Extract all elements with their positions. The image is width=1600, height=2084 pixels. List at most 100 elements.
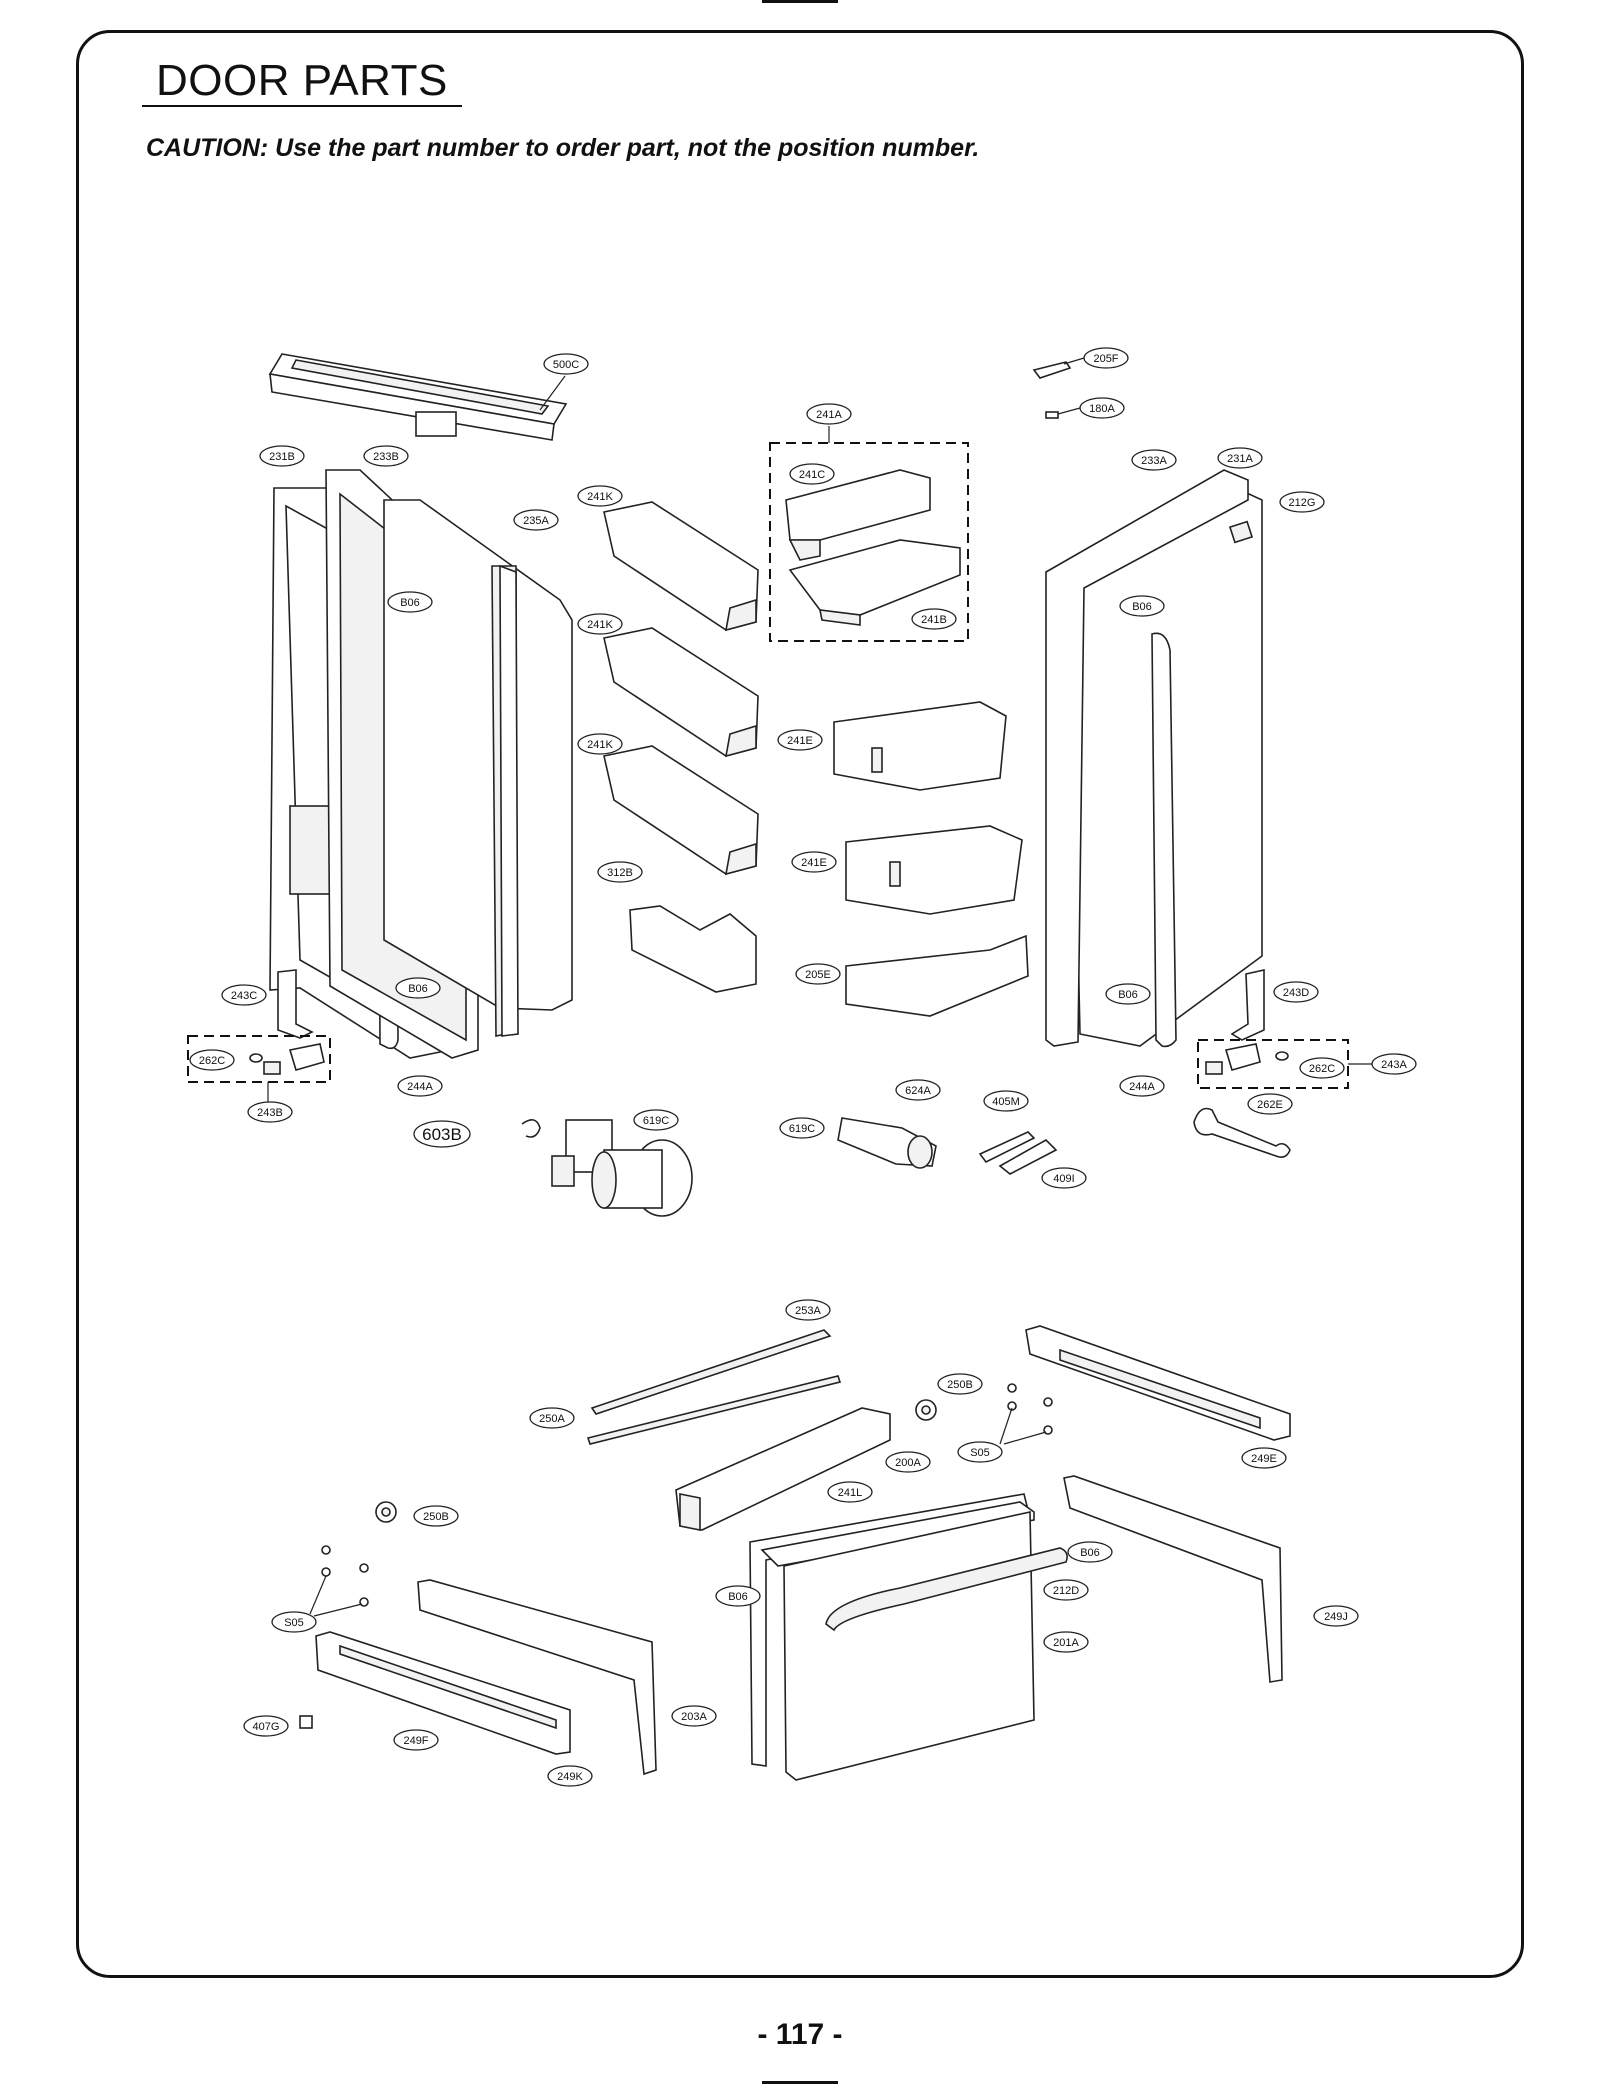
callout-312b: 312B [597, 861, 643, 883]
page-number: - 117 - [757, 2018, 843, 2051]
callout-text: 262C [1309, 1063, 1335, 1075]
part-262e-wrench [1193, 1107, 1291, 1158]
callout-253a: 253A [785, 1299, 831, 1321]
callout-bubble [387, 591, 433, 613]
callout-bubble [395, 977, 441, 999]
callout-200a: 200A [885, 1451, 931, 1473]
callout-241c: 241C [789, 463, 835, 485]
part-241l-drawer-bin [675, 1407, 891, 1531]
callout-bubble [1313, 1605, 1359, 1627]
caution-note: CAUTION: Use the part number to order pa… [146, 134, 980, 162]
callout-205e: 205E [795, 963, 841, 985]
part-249e-slide-rail [1025, 1325, 1291, 1441]
callout-409i: 409I [1041, 1167, 1087, 1189]
callout-bubble [1119, 595, 1165, 617]
callout-text: 200A [895, 1457, 921, 1469]
callout-bubble [1217, 447, 1263, 469]
callout-text: 241L [838, 1487, 862, 1499]
callout-bubble [221, 984, 267, 1006]
part-241k-bin-1 [603, 501, 759, 632]
callout-203a: 203A [671, 1705, 717, 1727]
callout-243d: 243D [1273, 981, 1319, 1003]
callout-250b-1: 250B [937, 1373, 983, 1395]
callout-bubble [1079, 397, 1125, 419]
callout-262c-2: 262C [1299, 1057, 1345, 1079]
callout-text: 262C [199, 1055, 225, 1067]
callout-bubble [577, 733, 623, 755]
callout-249e: 249E [1241, 1447, 1287, 1469]
callout-bubble [777, 729, 823, 751]
callout-244a-2: 244A [1119, 1075, 1165, 1097]
callout-241k-2: 241K [577, 613, 623, 635]
callout-180a: 180A [1079, 397, 1125, 419]
callout-603b: 603B [413, 1120, 471, 1148]
part-243a-hinge-bracket [1205, 1043, 1261, 1075]
callout-text: 500C [553, 359, 579, 371]
callout-bubble [715, 1585, 761, 1607]
callout-262c-1: 262C [189, 1049, 235, 1071]
callout-205f: 205F [1083, 347, 1129, 369]
part-243c-hinge [277, 969, 314, 1039]
callout-250b-2: 250B [413, 1505, 459, 1527]
part-603b-water-valve [521, 1119, 693, 1217]
screws-s05-right [999, 1383, 1053, 1445]
callout-bubble [597, 861, 643, 883]
callout-text: B06 [1118, 989, 1138, 1001]
callout-bubble [1043, 1631, 1089, 1653]
callout-text: S05 [970, 1447, 990, 1459]
callout-231b: 231B [259, 445, 305, 467]
part-201a-drawer-front [783, 1511, 1068, 1781]
callout-bubble [543, 353, 589, 375]
callout-bubble [1279, 491, 1325, 513]
callout-text: 244A [1129, 1081, 1155, 1093]
part-249j-bracket [1063, 1475, 1283, 1683]
callout-text: B06 [400, 597, 420, 609]
callout-text: 233B [373, 451, 399, 463]
callout-text: B06 [1132, 601, 1152, 613]
callout-text: 249K [557, 1771, 583, 1783]
callout-bubble [1273, 981, 1319, 1003]
callout-bubble [1105, 983, 1151, 1005]
callout-bubble [577, 613, 623, 635]
callout-text: 405M [992, 1096, 1020, 1108]
callout-bubble [827, 1481, 873, 1503]
part-253a-rail [590, 1329, 832, 1415]
callout-text: 212D [1053, 1585, 1079, 1597]
group-243a-box [1197, 1039, 1349, 1089]
callout-text: 201A [1053, 1637, 1079, 1649]
callout-text: 203A [681, 1711, 707, 1723]
part-243d-hinge [1230, 969, 1265, 1041]
callout-text: 205E [805, 969, 831, 981]
callout-244a-1: 244A [397, 1075, 443, 1097]
callout-bubble [397, 1075, 443, 1097]
callout-bubble [795, 963, 841, 985]
callout-text: B06 [1080, 1547, 1100, 1559]
callout-text: 241E [787, 735, 813, 747]
callout-text: S05 [284, 1617, 304, 1629]
callout-text: 235A [523, 515, 549, 527]
callout-text: 241K [587, 619, 613, 631]
part-407g-clip [299, 1715, 313, 1729]
callout-243c: 243C [221, 984, 267, 1006]
callout-bubble [957, 1441, 1003, 1463]
callout-bubble [1371, 1053, 1417, 1075]
part-205f-clip [1032, 357, 1085, 379]
part-405m-strip [978, 1131, 1036, 1164]
callout-text: 243D [1283, 987, 1309, 999]
callout-250a: 250A [529, 1407, 575, 1429]
callout-619c-2: 619C [779, 1117, 825, 1139]
callout-text: 243C [231, 990, 257, 1002]
callout-b06-1: B06 [387, 591, 433, 613]
callout-text: 253A [795, 1305, 821, 1317]
callout-bubble [911, 608, 957, 630]
part-250b-gear-left [375, 1501, 397, 1523]
callout-b06-4: B06 [1105, 983, 1151, 1005]
part-250b-gear-top [915, 1399, 937, 1421]
part-203a-gasket [749, 1493, 1029, 1767]
part-249k-bracket [417, 1579, 657, 1776]
callout-text: 250B [423, 1511, 449, 1523]
callout-bubble [363, 445, 409, 467]
callout-bubble [895, 1079, 941, 1101]
callout-bubble [1247, 1093, 1293, 1115]
callout-bubble [393, 1729, 439, 1751]
